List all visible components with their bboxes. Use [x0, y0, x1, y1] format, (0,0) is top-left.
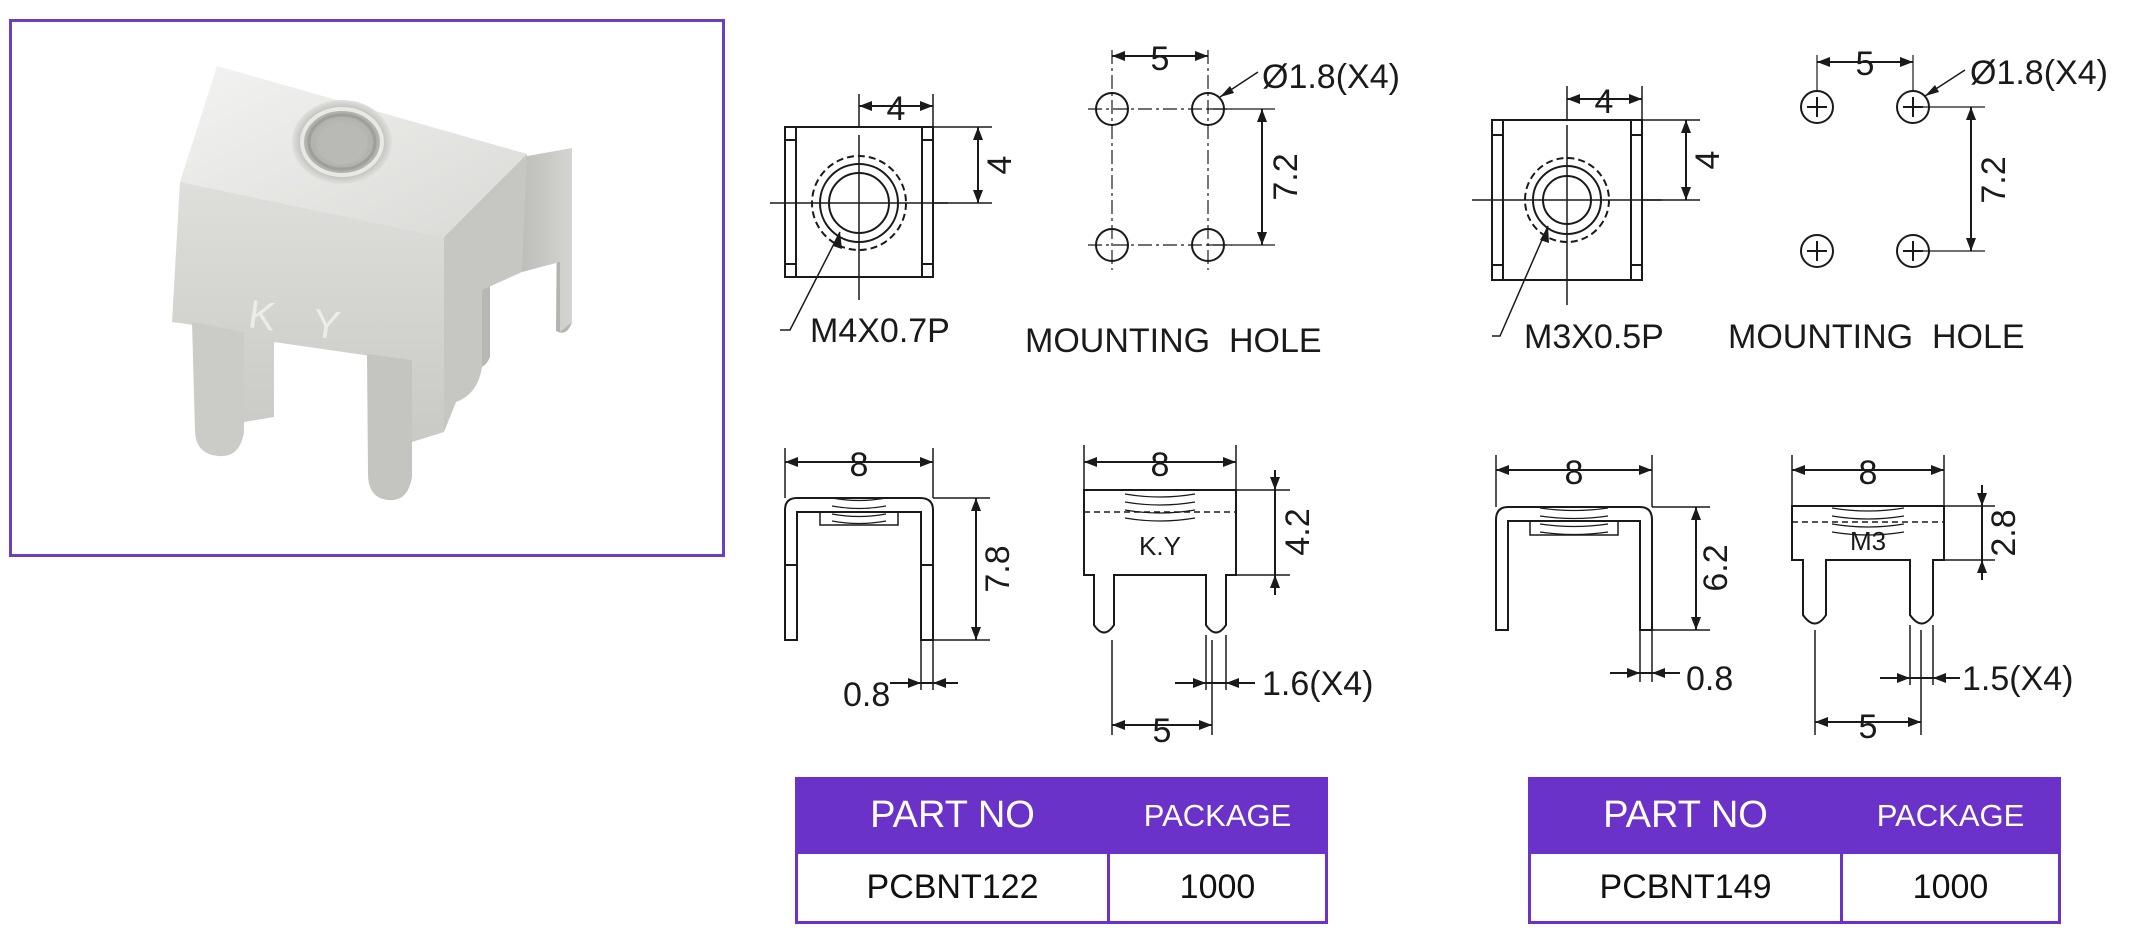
right-top-height-label: 4: [1689, 151, 1727, 170]
right-part-table: PART NO PACKAGE PCBNT149 1000: [1528, 777, 2061, 924]
left-front-pin-label: 1.6(X4): [1262, 665, 1374, 703]
left-mounting-holes: [1088, 50, 1275, 270]
left-front-pitch-label: 5: [1153, 712, 1172, 750]
left-side-width-label: 8: [850, 446, 869, 484]
left-package-header: PACKAGE: [1107, 777, 1328, 854]
right-package-qty: 1000: [1840, 851, 2061, 924]
left-mount-spacing-x: 5: [1151, 40, 1170, 78]
product-photo: K Y: [172, 66, 572, 501]
left-side-view: [784, 448, 990, 690]
right-mount-spacing-y: 7.2: [1975, 156, 2013, 203]
right-thread-label: M3X0.5P: [1524, 318, 1664, 356]
right-side-view: [1495, 455, 1710, 682]
right-front-pitch-label: 5: [1859, 708, 1878, 746]
right-part-header: PART NO: [1528, 777, 1843, 854]
right-side-width-label: 8: [1565, 454, 1584, 492]
left-top-width-label: 4: [887, 90, 906, 128]
left-mount-hole-label: Ø1.8(X4): [1262, 58, 1400, 96]
right-top-view: [1472, 86, 1700, 337]
right-front-mark: M3: [1850, 526, 1886, 556]
right-side-thickness-label: 0.8: [1686, 660, 1733, 698]
right-front-width-label: 8: [1859, 454, 1878, 492]
left-part-number: PCBNT122: [795, 851, 1110, 924]
left-front-height-label: 4.2: [1279, 508, 1317, 555]
right-package-header: PACKAGE: [1840, 777, 2061, 854]
left-top-view: [770, 94, 992, 331]
left-front-view: [1083, 445, 1290, 735]
left-side-height-label: 7.8: [979, 545, 1017, 592]
right-mounting-caption: MOUNTING HOLE: [1728, 318, 2025, 356]
right-part-number: PCBNT149: [1528, 851, 1843, 924]
left-part-header: PART NO: [795, 777, 1110, 854]
product-photo-frame: K Y: [9, 19, 725, 557]
left-front-mark: K.Y: [1139, 531, 1181, 561]
right-top-width-label: 4: [1595, 83, 1614, 121]
right-front-height-label: 2.8: [1985, 509, 2023, 556]
left-mounting-caption: MOUNTING HOLE: [1025, 322, 1322, 360]
right-mounting-holes: [1800, 55, 1985, 268]
right-mount-hole-label: Ø1.8(X4): [1970, 54, 2108, 92]
left-part-table: PART NO PACKAGE PCBNT122 1000: [795, 777, 1328, 924]
left-mount-spacing-y: 7.2: [1267, 153, 1305, 200]
left-top-height-label: 4: [981, 156, 1019, 175]
right-front-pin-label: 1.5(X4): [1962, 660, 2074, 698]
left-front-width-label: 8: [1151, 446, 1170, 484]
left-package-qty: 1000: [1107, 851, 1328, 924]
left-thread-label: M4X0.7P: [810, 312, 950, 350]
right-mount-spacing-x: 5: [1856, 45, 1875, 83]
left-side-thickness-label: 0.8: [843, 676, 890, 714]
right-front-view: [1791, 455, 1995, 735]
right-side-height-label: 6.2: [1697, 544, 1735, 591]
